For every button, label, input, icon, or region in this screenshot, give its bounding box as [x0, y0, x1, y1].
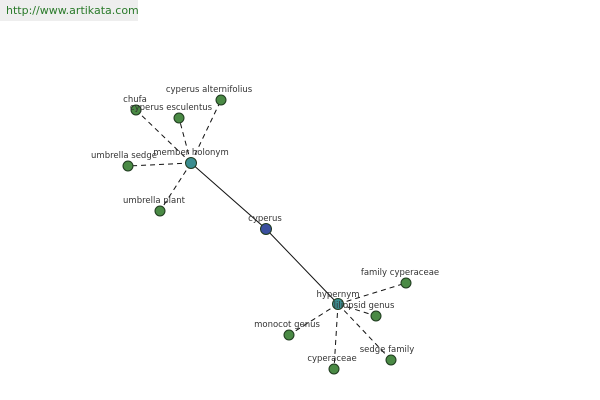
label-cyperus-alternifolius: cyperus alternifolius	[166, 85, 253, 95]
label-cyperaceae: cyperaceae	[307, 354, 356, 364]
edge-hypernym-family-cyperaceae	[337, 282, 407, 305]
label-cyperus: cyperus	[248, 214, 282, 224]
edge-hypernym-monocot-genus	[288, 303, 339, 336]
node-cyperus-alternifolius[interactable]	[215, 94, 227, 106]
node-family-cyperaceae[interactable]	[400, 277, 412, 289]
label-umbrella-plant: umbrella plant	[123, 196, 186, 206]
edge-center-member-holonym	[190, 162, 267, 230]
edge-hypernym-liliopsid-genus	[337, 303, 377, 317]
graph-edges	[127, 99, 407, 370]
label-monocot-genus: monocot genus	[254, 320, 320, 330]
node-chufa[interactable]	[130, 104, 142, 116]
edge-hypernym-sedge-family	[337, 303, 392, 361]
node-cyperaceae[interactable]	[328, 363, 340, 375]
label-cyperus-esculentus: cyperus esculentus	[130, 103, 213, 113]
label-family-cyperaceae: family cyperaceae	[361, 268, 439, 278]
watermark-url: http://www.artikata.com	[0, 0, 139, 21]
node-hypernym[interactable]	[332, 298, 344, 310]
edge-member-holonym-chufa	[135, 109, 192, 164]
label-sedge-family: sedge family	[360, 345, 415, 355]
node-monocot-genus[interactable]	[283, 329, 295, 341]
label-member-holonym: member holonym	[153, 148, 228, 158]
node-liliopsid-genus[interactable]	[370, 310, 382, 322]
label-chufa: chufa	[123, 95, 147, 105]
edge-member-holonym-umbrella-sedge	[127, 162, 192, 167]
label-liliopsid-genus: liliopsid genus	[334, 301, 395, 311]
edge-center-hypernym	[265, 228, 339, 305]
node-cyperus[interactable]	[260, 223, 272, 235]
node-sedge-family[interactable]	[385, 354, 397, 366]
edge-member-holonym-cyperus-alternifolius	[190, 99, 222, 164]
edge-member-holonym-cyperus-esculentus	[178, 117, 192, 164]
node-cyperus-esculentus[interactable]	[173, 112, 185, 124]
edge-hypernym-cyperaceae	[333, 303, 339, 370]
graph-nodes	[122, 94, 412, 375]
label-hypernym: hypernym	[316, 290, 359, 300]
node-umbrella-plant[interactable]	[154, 205, 166, 217]
node-member-holonym[interactable]	[185, 157, 197, 169]
label-umbrella-sedge: umbrella sedge	[91, 151, 157, 161]
edge-member-holonym-umbrella-plant	[159, 162, 192, 212]
node-umbrella-sedge[interactable]	[122, 160, 134, 172]
